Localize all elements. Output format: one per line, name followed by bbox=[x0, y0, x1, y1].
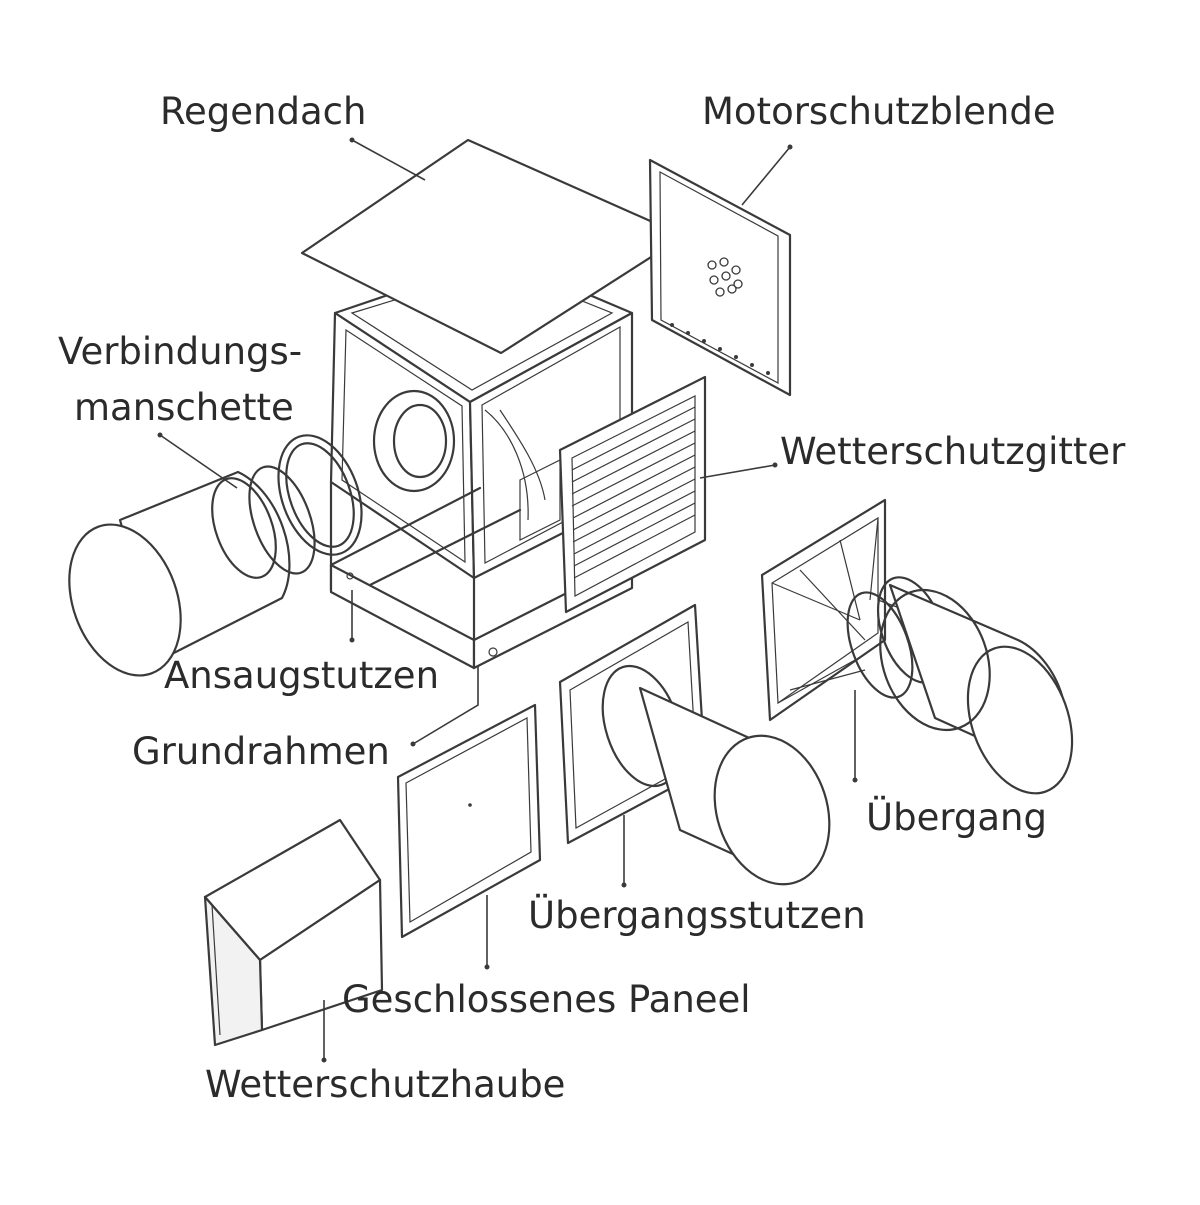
label-verbindungsmanschette-line1: Verbindungs- bbox=[58, 330, 302, 373]
wetterschutzgitter-grille bbox=[558, 375, 707, 614]
label-grundrahmen: Grundrahmen bbox=[132, 730, 390, 773]
labels: Regendach Motorschutzblende Verbindungs-… bbox=[58, 90, 1126, 1106]
geschlossenes-paneel-panel bbox=[396, 703, 542, 939]
ansaugstutzen-duct bbox=[68, 465, 316, 677]
label-wetterschutzgitter: Wetterschutzgitter bbox=[780, 430, 1126, 473]
motorschutzblende-panel bbox=[648, 158, 792, 397]
label-wetterschutzhaube: Wetterschutzhaube bbox=[205, 1063, 565, 1106]
wetterschutzhaube-hood bbox=[203, 818, 384, 1047]
leader-lines bbox=[157, 137, 858, 1063]
uebergang-transition bbox=[760, 498, 1074, 795]
uebergangsstutzen-socket bbox=[558, 603, 831, 886]
label-uebergang: Übergang bbox=[866, 796, 1047, 839]
label-regendach: Regendach bbox=[160, 90, 366, 133]
label-verbindungsmanschette-line2: manschette bbox=[74, 386, 294, 429]
label-uebergangsstutzen: Übergangsstutzen bbox=[528, 894, 866, 937]
verbindungsmanschette-ring bbox=[277, 434, 363, 556]
label-geschlossenes-paneel: Geschlossenes Paneel bbox=[342, 978, 751, 1021]
label-motorschutzblende: Motorschutzblende bbox=[702, 90, 1056, 133]
label-ansaugstutzen: Ansaugstutzen bbox=[164, 654, 439, 697]
